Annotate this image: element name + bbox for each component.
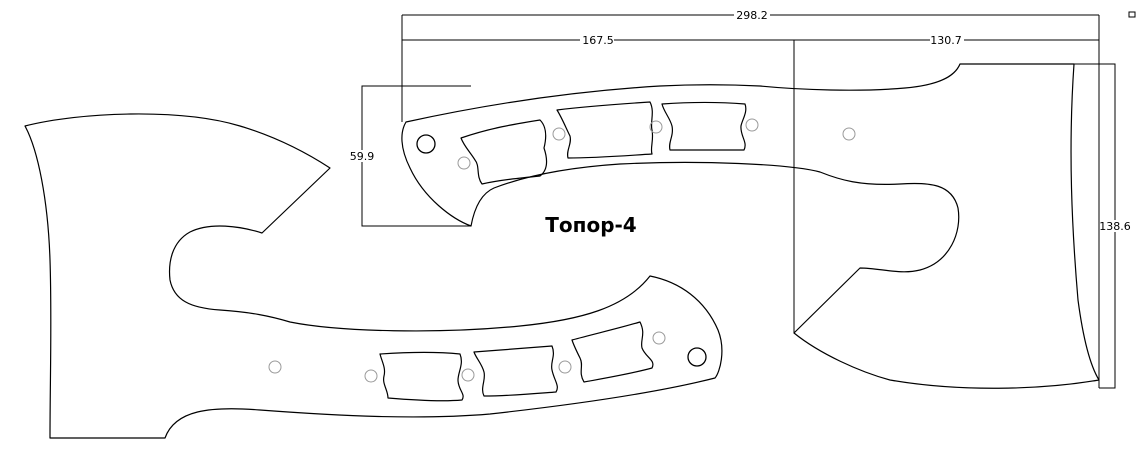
upper-handle-cutouts: [460, 101, 747, 185]
pin-hole-icon: [364, 369, 378, 383]
handle-length-label: 167.5: [582, 34, 614, 47]
pin-hole-icon: [461, 368, 475, 382]
lower-handle-cutouts: [379, 321, 654, 402]
upper-axe-outline: [401, 63, 1100, 389]
pin-hole-icon: [649, 120, 663, 134]
head-height-label: 138.6: [1099, 220, 1131, 233]
drawing-title: Топор-4: [545, 213, 636, 237]
lanyard-hole-icon: [687, 347, 707, 367]
pin-hole-icon: [457, 156, 471, 170]
corner-marker-icon: [1128, 11, 1136, 18]
dimension-labels: 298.2 167.5 130.7 59.9 138.6: [350, 9, 1132, 233]
lower-axe-outline: [24, 113, 723, 439]
pin-hole-icon: [745, 118, 759, 132]
pin-hole-icon: [652, 331, 666, 345]
pin-hole-icon: [558, 360, 572, 374]
lanyard-hole-icon: [416, 134, 436, 154]
handle-height-label: 59.9: [350, 150, 375, 163]
pin-hole-icon: [268, 360, 282, 374]
lower-axe-holes: [268, 331, 707, 383]
upper-axe-holes: [416, 118, 856, 170]
head-length-label: 130.7: [930, 34, 962, 47]
pin-hole-icon: [842, 127, 856, 141]
dimension-lines: [361, 14, 1116, 389]
overall-length-label: 298.2: [736, 9, 768, 22]
pin-hole-icon: [552, 127, 566, 141]
